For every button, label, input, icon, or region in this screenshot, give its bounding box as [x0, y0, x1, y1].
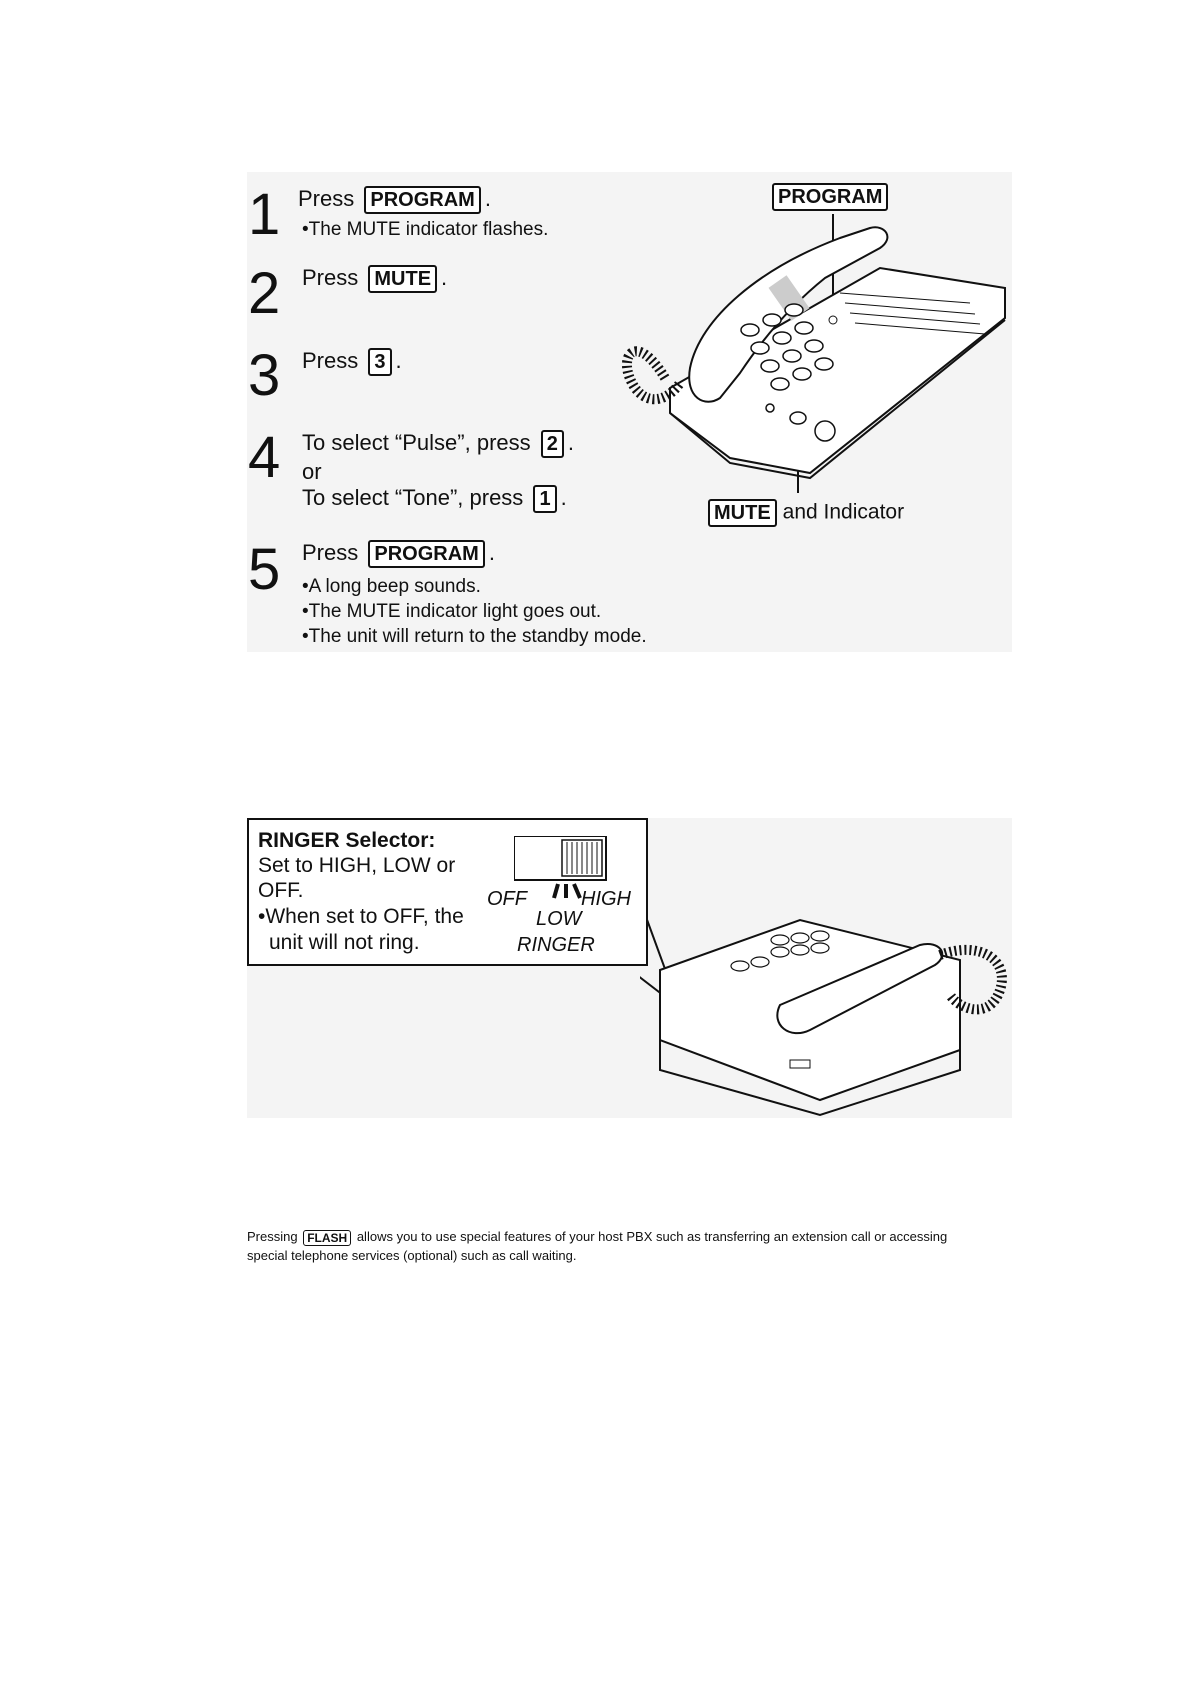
step-3-instruction: Press 3. — [302, 348, 402, 377]
program-key: PROGRAM — [368, 540, 485, 569]
function-keys — [828, 292, 986, 335]
step-4-tone: To select “Tone”, press 1. — [302, 485, 567, 514]
ringer-switch-icon — [514, 836, 607, 899]
program-callout: PROGRAM — [772, 183, 889, 211]
switch-name-label: RINGER — [517, 934, 595, 956]
press-text: Press — [302, 540, 359, 565]
step-5-note: •The MUTE indicator light goes out. — [302, 601, 602, 622]
key-1: 1 — [533, 485, 557, 514]
handset — [688, 226, 889, 403]
key-3: 3 — [368, 348, 392, 377]
switch-low-label: LOW — [536, 908, 582, 930]
step-1-note: •The MUTE indicator flashes. — [302, 219, 549, 240]
handset — [776, 943, 944, 1035]
flash-note-line-1: Pressing FLASH allows you to use special… — [247, 1229, 948, 1246]
program-key-label: PROGRAM — [772, 183, 889, 211]
step-4-pulse: To select “Pulse”, press 2. — [302, 430, 574, 459]
side-phone-illustration — [640, 905, 1007, 1117]
press-text: Press — [302, 265, 359, 290]
telephone-illustration — [622, 214, 1006, 493]
switch-off-label: OFF — [487, 888, 527, 910]
step-number: 4 — [248, 425, 281, 490]
flash-note-line-2: special telephone services (optional) su… — [247, 1248, 577, 1263]
step-4-or: or — [302, 459, 322, 484]
mute-key: MUTE — [368, 265, 438, 294]
coiled-cord — [622, 346, 685, 405]
step-number: 5 — [248, 537, 281, 602]
mute-key-label: MUTE — [708, 499, 777, 527]
program-key: PROGRAM — [364, 186, 481, 215]
step-number: 1 — [248, 182, 281, 247]
step-5-note: •A long beep sounds. — [302, 576, 481, 597]
switch-high-label: HIGH — [581, 888, 631, 910]
ringer-line: unit will not ring. — [269, 931, 420, 954]
press-text: Press — [298, 186, 355, 211]
ringer-title: RINGER Selector: — [258, 829, 436, 852]
press-text: Press — [302, 348, 359, 373]
keypad — [730, 930, 830, 972]
keypad — [740, 303, 836, 442]
key-2: 2 — [540, 430, 564, 459]
step-5-note: •The unit will return to the standby mod… — [302, 626, 647, 647]
ringer-line: Set to HIGH, LOW or — [258, 854, 456, 877]
ringer-line: OFF. — [258, 879, 304, 902]
step-number: 2 — [248, 261, 281, 326]
step-2-instruction: Press MUTE. — [302, 265, 447, 294]
step-5-instruction: Press PROGRAM. — [302, 540, 495, 569]
flash-key: FLASH — [303, 1229, 352, 1246]
coiled-cord — [938, 945, 1007, 1015]
ringer-line: •When set to OFF, the — [258, 905, 464, 928]
step-number: 3 — [248, 343, 281, 408]
step-1-instruction: Press PROGRAM. — [298, 186, 491, 215]
ringer-selector-callout: RINGER Selector: Set to HIGH, LOW or OFF… — [247, 818, 648, 966]
